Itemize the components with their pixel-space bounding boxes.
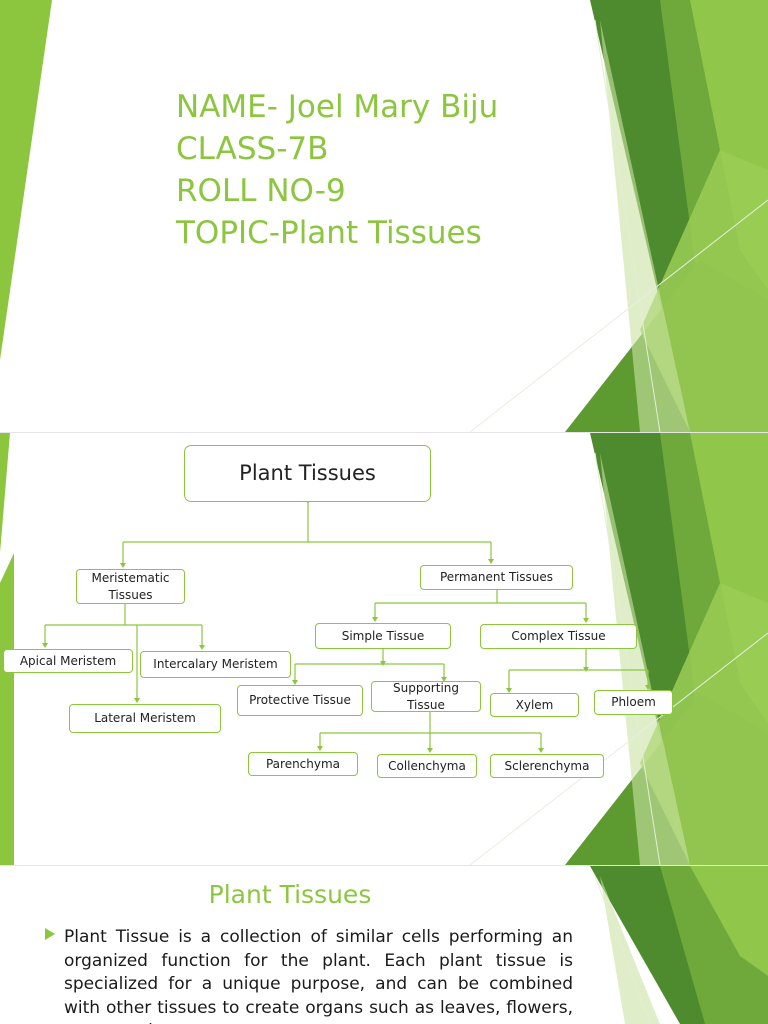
slide-decoration bbox=[0, 433, 768, 865]
name-line: NAME- Joel Mary Biju bbox=[176, 89, 499, 125]
content-slide: Plant Tissues Plant Tissue is a collecti… bbox=[0, 866, 768, 1024]
node-sclerenchyma: Sclerenchyma bbox=[490, 754, 604, 778]
diagram-connectors bbox=[42, 499, 651, 753]
node-apical-meristem: Apical Meristem bbox=[3, 649, 133, 673]
node-intercalary-meristem: Intercalary Meristem bbox=[140, 651, 291, 678]
node-simple-tissue: Simple Tissue bbox=[315, 623, 451, 649]
title-slide: NAME- Joel Mary Biju CLASS-7B ROLL NO-9 … bbox=[0, 0, 768, 432]
slide-decoration bbox=[590, 866, 768, 1024]
topic-line: TOPIC-Plant Tissues bbox=[176, 215, 482, 251]
triangle-bullet-icon bbox=[45, 928, 55, 940]
node-phloem: Phloem bbox=[594, 690, 673, 715]
slide-decoration bbox=[0, 0, 768, 432]
slide-separator bbox=[0, 432, 768, 433]
node-permanent-tissues: Permanent Tissues bbox=[420, 565, 573, 590]
node-lateral-meristem: Lateral Meristem bbox=[69, 704, 221, 733]
slide-separator bbox=[0, 865, 768, 866]
diagram-slide: Plant Tissues Meristematic Tissues Perma… bbox=[0, 433, 768, 865]
node-collenchyma: Collenchyma bbox=[377, 754, 477, 778]
class-line: CLASS-7B bbox=[176, 131, 329, 167]
student-info: NAME- Joel Mary Biju CLASS-7B ROLL NO-9 … bbox=[176, 86, 498, 254]
node-plant-tissues: Plant Tissues bbox=[184, 445, 431, 502]
node-meristematic-tissues: Meristematic Tissues bbox=[76, 569, 185, 604]
slide-title: Plant Tissues bbox=[208, 880, 372, 909]
node-complex-tissue: Complex Tissue bbox=[480, 624, 637, 649]
node-xylem: Xylem bbox=[490, 693, 579, 717]
node-supporting-tissue: Supporting Tissue bbox=[371, 681, 481, 712]
definition-paragraph: Plant Tissue is a collection of similar … bbox=[64, 927, 573, 1024]
node-parenchyma: Parenchyma bbox=[248, 752, 358, 776]
node-protective-tissue: Protective Tissue bbox=[237, 685, 363, 716]
roll-line: ROLL NO-9 bbox=[176, 173, 346, 209]
